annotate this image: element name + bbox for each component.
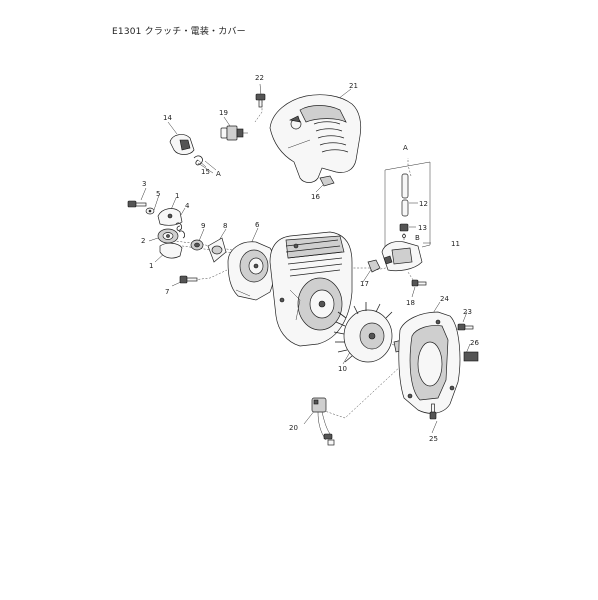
spacer-12	[401, 173, 409, 217]
washer-5	[145, 207, 155, 215]
callout-23: 23	[463, 308, 472, 316]
callout-1-top: 1	[175, 192, 179, 200]
clutch-shoe-1a	[157, 208, 183, 226]
callout-9: 9	[201, 222, 205, 230]
bolt-22	[255, 93, 266, 108]
top-cover-21	[269, 94, 362, 183]
callout-19: 19	[219, 109, 228, 117]
callout-5: 5	[156, 190, 160, 198]
plug-cap-14	[169, 134, 195, 155]
callout-10: 10	[338, 365, 347, 373]
terminal-13	[399, 223, 409, 240]
bolt-7	[179, 275, 198, 284]
bolt-23	[457, 323, 474, 331]
label-26	[463, 351, 479, 362]
callout-B: B	[415, 234, 420, 242]
callout-labels: 22 21 19 14 15 A 16 3 5 1 4 2 1 9 8 6 7 …	[141, 74, 479, 443]
callout-12: 12	[419, 200, 428, 208]
flywheel-10	[333, 302, 393, 363]
callout-11: 11	[451, 240, 460, 248]
clutch-housing-6	[227, 241, 275, 301]
bolt-25	[429, 403, 437, 420]
bolt-3	[127, 200, 147, 208]
bushing-9	[190, 239, 204, 251]
callout-17: 17	[360, 280, 369, 288]
spring-4	[175, 222, 186, 239]
callout-15: 15	[201, 168, 210, 176]
callout-16: 16	[311, 193, 320, 201]
callout-A-top-left: A	[216, 170, 221, 178]
callout-13: 13	[418, 224, 427, 232]
callout-21: 21	[349, 82, 358, 90]
callout-6: 6	[255, 221, 260, 229]
clutch-hub-2	[157, 228, 179, 244]
callout-26: 26	[470, 339, 479, 347]
assembly-bracket	[384, 161, 431, 248]
callout-1-bottom: 1	[149, 262, 153, 270]
spark-plug-19	[220, 125, 248, 141]
callout-2: 2	[141, 237, 145, 245]
callout-4: 4	[185, 202, 190, 210]
nut-17	[367, 259, 381, 273]
ignition-coil-11	[381, 241, 423, 272]
callout-A-top-right: A	[403, 144, 408, 152]
callout-3: 3	[142, 180, 146, 188]
fan-cover-24	[398, 311, 461, 414]
bolt-18	[411, 279, 427, 287]
engine-block	[269, 231, 353, 347]
callout-20: 20	[289, 424, 298, 432]
callout-8: 8	[223, 222, 227, 230]
callout-14: 14	[163, 114, 172, 122]
callout-7: 7	[165, 288, 169, 296]
callout-22: 22	[255, 74, 264, 82]
spring-clip-15	[193, 155, 203, 166]
clutch-shoe-1b	[159, 242, 183, 259]
nut-16	[319, 175, 335, 187]
callout-18: 18	[406, 299, 415, 307]
plate-8	[207, 237, 227, 263]
callout-24: 24	[440, 295, 449, 303]
callout-25: 25	[429, 435, 438, 443]
wire-harness-20	[311, 397, 335, 446]
page-title: E1301 クラッチ・電装・カバー	[112, 27, 246, 37]
